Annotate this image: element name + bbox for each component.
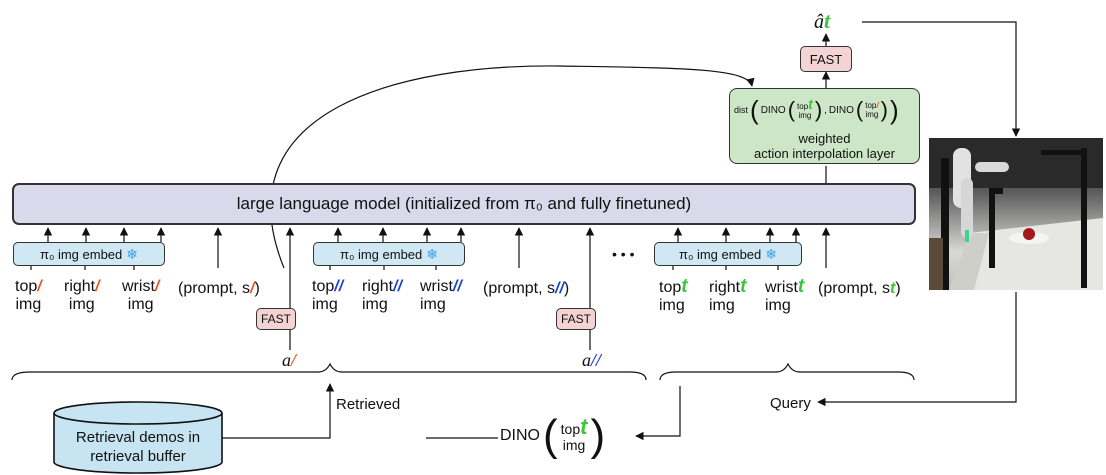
- fast-tokenizer-2: FAST: [556, 308, 596, 330]
- large-language-model-bar: large language model (initialized from π…: [12, 183, 916, 225]
- img-embed-group-2: π₀ img embed ❄: [313, 242, 465, 266]
- prompt-state-2: (prompt, s//): [483, 280, 570, 297]
- prompt-state-1: (prompt, s/): [178, 280, 260, 297]
- weighted-action-interpolation-layer: dist ( DINO ( topt img ) , DINO ( top/ i…: [729, 88, 920, 164]
- snowflake-icon: ❄: [426, 245, 439, 262]
- mark-retrieved-1: /: [37, 278, 42, 295]
- retrieval-buffer-label: Retrieval demos in retrieval buffer: [75, 429, 201, 465]
- wrist-img-input-1: wrist/img: [122, 278, 160, 313]
- weighting-line-2: action interpolation layer: [754, 146, 895, 161]
- img-embed-label: π₀ img embed: [39, 246, 123, 262]
- database-cylinder: [53, 401, 223, 474]
- img-embed-group-query: π₀ img embed ❄: [654, 242, 802, 266]
- dino-query-embedding: DINO ( topt img ): [500, 411, 606, 460]
- robot-scene-photo: [929, 138, 1103, 290]
- retrieved-label: Retrieved: [336, 396, 401, 413]
- weighting-line-1: weighted: [798, 131, 851, 146]
- query-label: Query: [770, 395, 811, 412]
- snowflake-icon: ❄: [126, 245, 139, 262]
- action-2: a//: [582, 350, 602, 370]
- wrist-img-input-2: wrist//img: [420, 278, 462, 313]
- fast-decoder: FAST: [800, 46, 852, 72]
- img-embed-group-1: π₀ img embed ❄: [13, 242, 165, 266]
- llm-label: large language model (initialized from π…: [236, 194, 692, 213]
- ellipsis: • • •: [612, 246, 635, 262]
- top-img-input-1: top/img: [15, 278, 42, 313]
- right-img-input-1: right/img: [64, 278, 100, 313]
- top-img-input-2: top//img: [312, 278, 344, 313]
- action-1: a/: [282, 350, 297, 370]
- prompt-state-query: (prompt, st): [818, 280, 901, 297]
- fast-tokenizer-1: FAST: [256, 308, 296, 330]
- snowflake-icon: ❄: [765, 245, 778, 262]
- right-img-input-2: right//img: [362, 278, 403, 313]
- predicted-action: ât: [814, 8, 831, 33]
